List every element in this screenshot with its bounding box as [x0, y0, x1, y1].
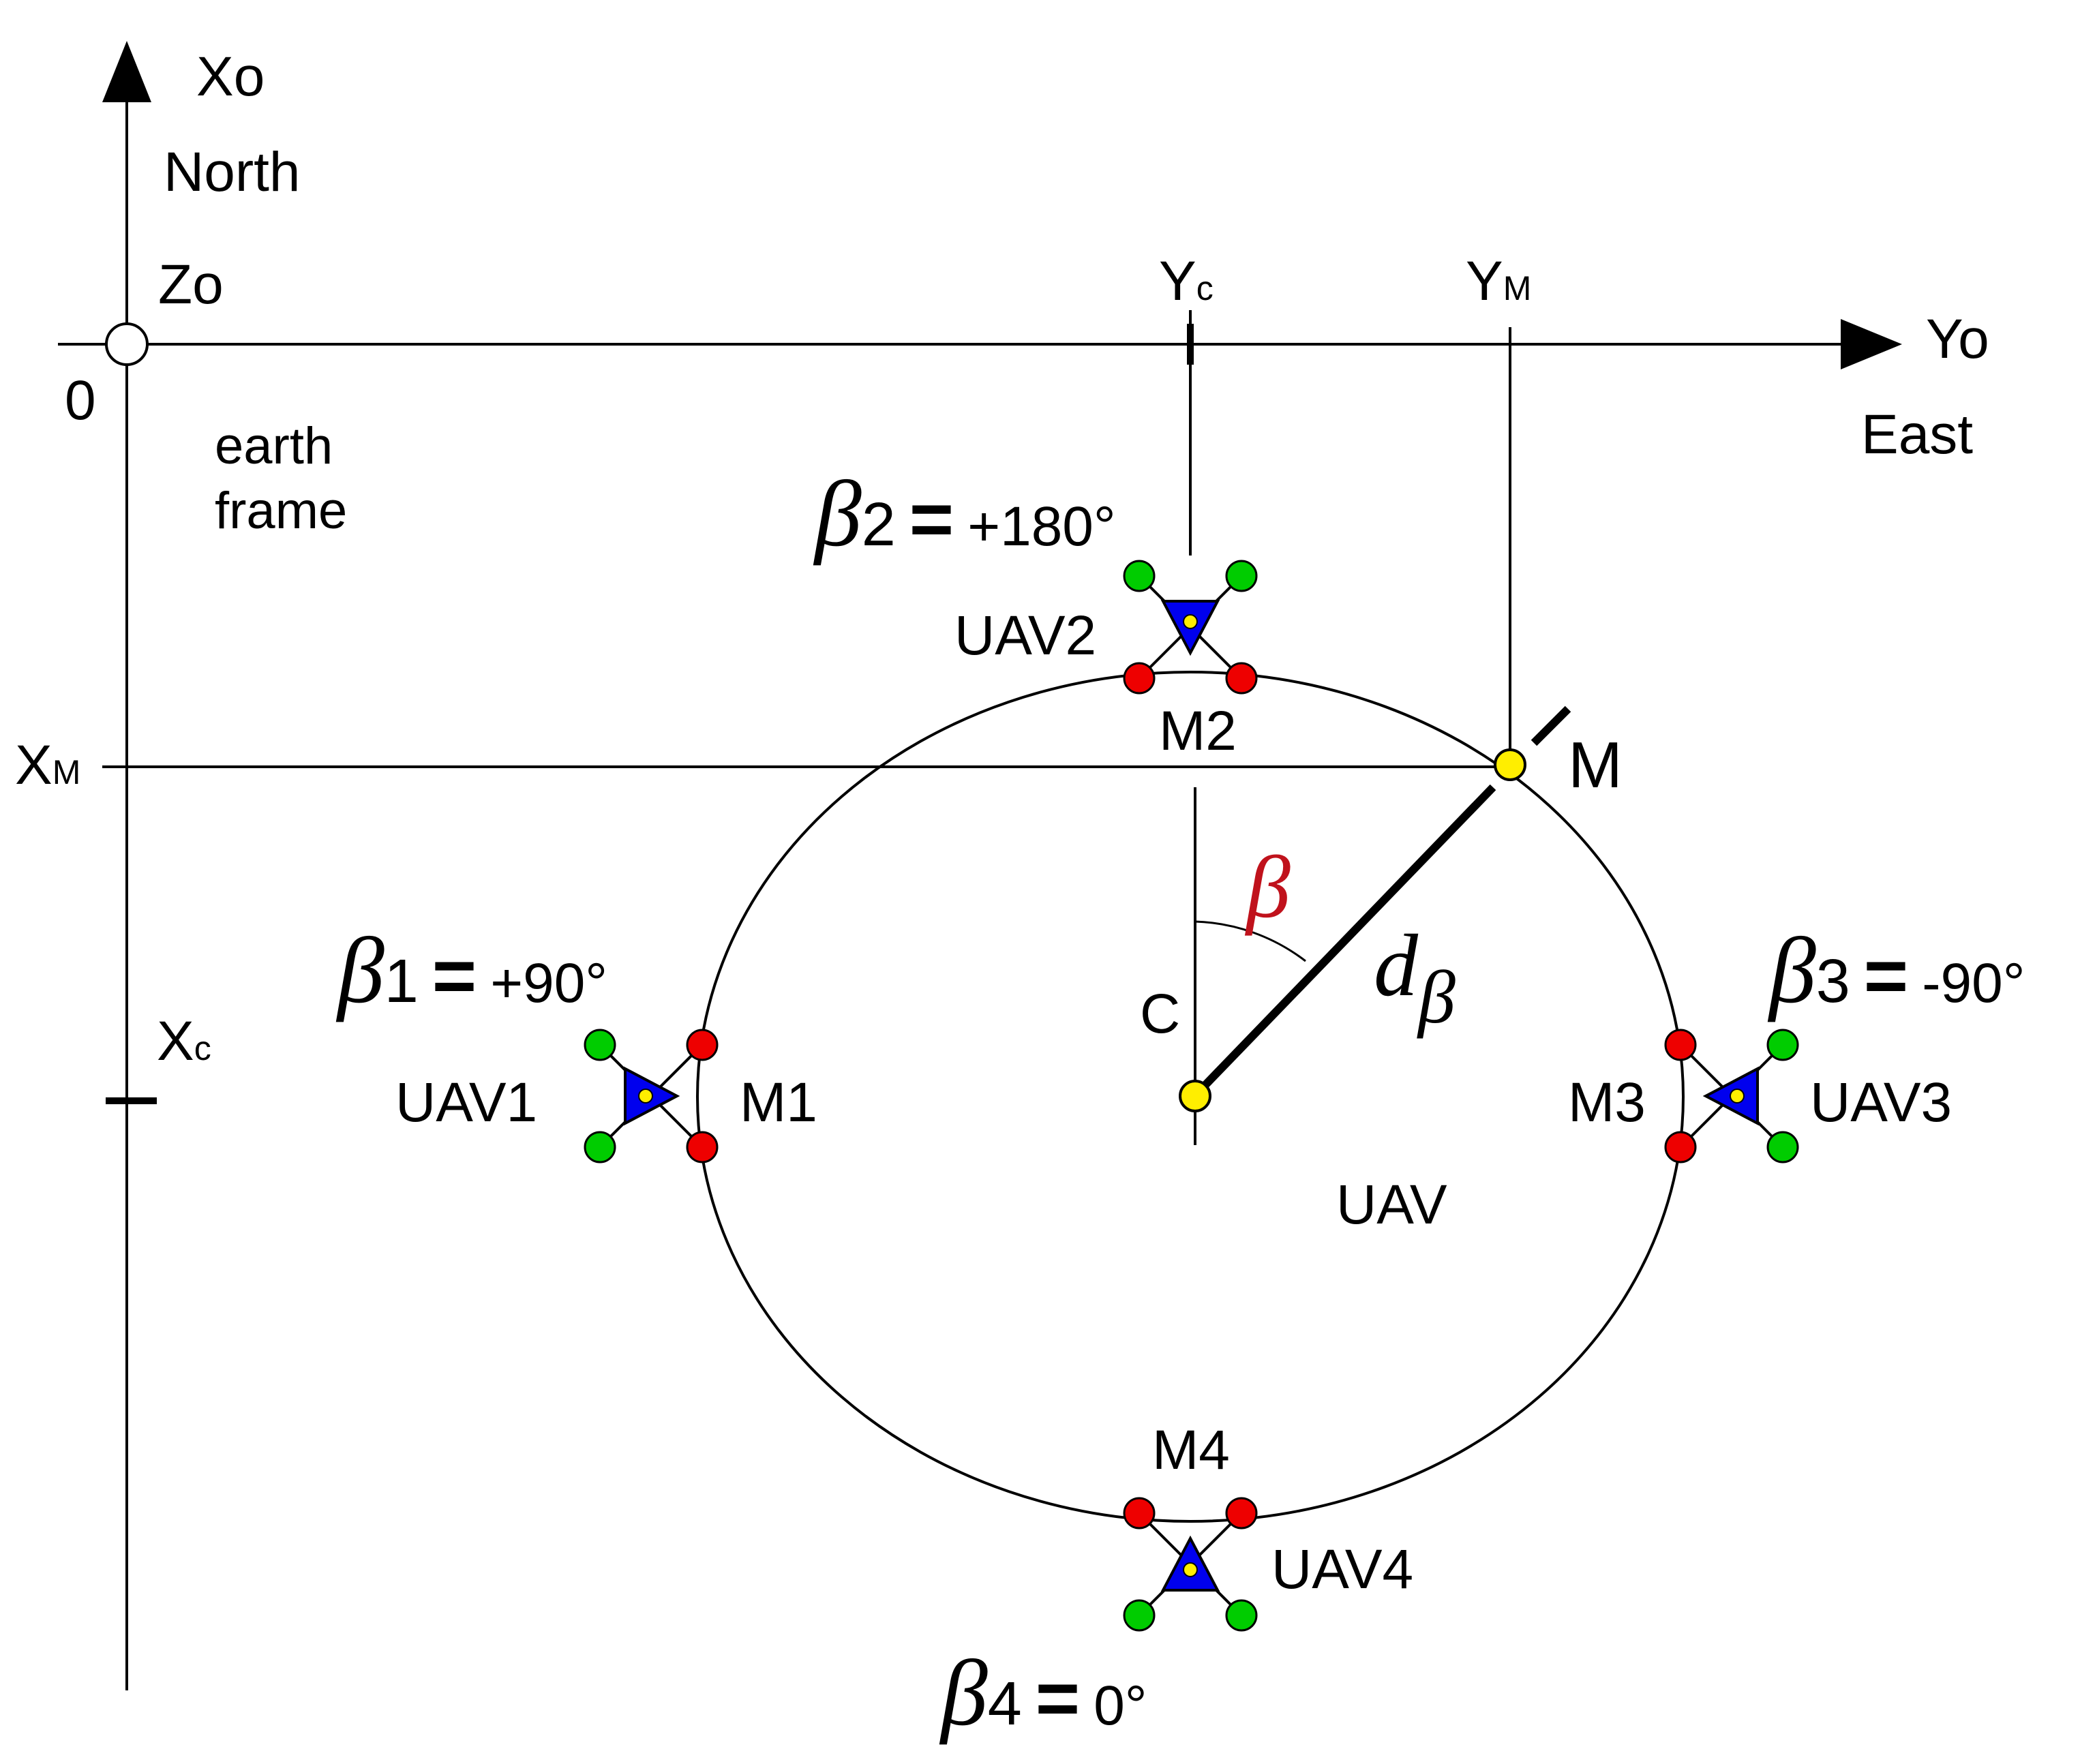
radius-line: [1196, 784, 1496, 1094]
origin-label: 0: [65, 369, 96, 431]
beta-symbol: β: [1244, 838, 1291, 937]
ym-label: YM: [1466, 250, 1531, 312]
xo-arrow-head: [102, 41, 151, 102]
center-point: [1179, 1080, 1211, 1112]
zo-label: Zo: [158, 254, 224, 316]
m-label: M: [1568, 729, 1623, 802]
uav3-label: UAV3: [1810, 1071, 1952, 1134]
uav3-drone: [1664, 1029, 1799, 1164]
m-point: [1494, 748, 1526, 781]
uav-region-label: UAV: [1336, 1174, 1447, 1236]
distance-label: dβ: [1374, 917, 1456, 1039]
m3-label: M3: [1568, 1071, 1646, 1134]
uav4-label: UAV4: [1271, 1538, 1413, 1600]
earth-frame-label-line2: frame: [215, 482, 347, 540]
east-label: East: [1861, 404, 1973, 466]
m4-label: M4: [1152, 1419, 1230, 1481]
yo-axis-label: Yo: [1926, 308, 1989, 370]
beta4-formula: β4=0°: [939, 1641, 1147, 1745]
beta3-formula: β3=-90°: [1767, 918, 2025, 1022]
m1-label: M1: [740, 1071, 817, 1134]
earth-frame-label-line1: earth: [215, 417, 333, 475]
xm-label: XM: [15, 734, 80, 796]
xo-axis-label: Xo: [196, 46, 265, 108]
center-label: C: [1140, 983, 1180, 1045]
m2-label: M2: [1159, 700, 1237, 762]
yo-arrow-head: [1841, 319, 1902, 369]
uav1-label: UAV1: [395, 1071, 537, 1134]
yc-label: Yc: [1159, 250, 1214, 312]
beta1-formula: β1=+90°: [335, 918, 607, 1022]
zo-axis-marker: [105, 322, 149, 366]
radius-extension: [1531, 705, 1571, 746]
uav2-label: UAV2: [954, 605, 1096, 667]
xc-label: Xc: [157, 1010, 211, 1072]
beta-angle-arc: [1194, 920, 1306, 962]
beta2-formula: β2=+180°: [813, 461, 1116, 566]
north-label: North: [164, 141, 301, 203]
uav4-drone: [1123, 1497, 1258, 1632]
formation-ellipse: [696, 671, 1685, 1523]
